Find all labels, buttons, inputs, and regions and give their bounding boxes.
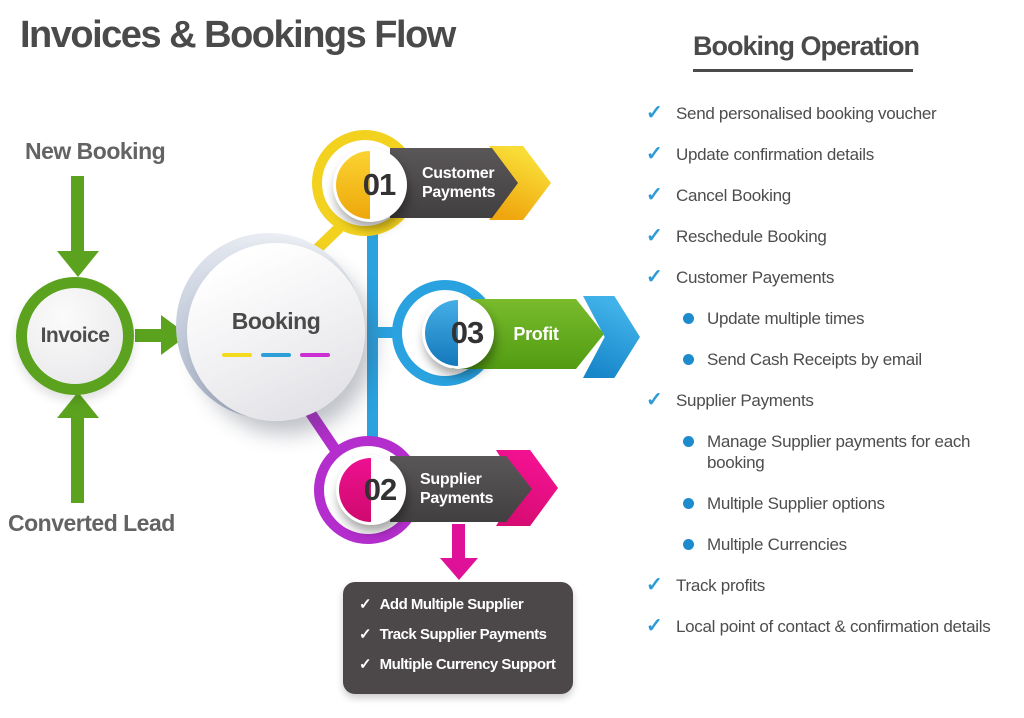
operation-item-text: Multiple Currencies (707, 535, 847, 554)
operation-item-text: Local point of contact & confirmation de… (676, 617, 991, 636)
node-03-number: 03 (450, 315, 484, 350)
connector-01-to-02-vertical (367, 234, 378, 446)
list-item: Update multiple times (683, 308, 1022, 329)
supplier-box-item-text: Track Supplier Payments (379, 626, 547, 643)
operation-item-text: Update confirmation details (676, 145, 874, 164)
bullet-icon (683, 313, 694, 324)
node-01-number-circle: 01 (333, 148, 407, 222)
operation-item-text: Update multiple times (707, 309, 865, 328)
operation-item-text: Customer Payements (676, 268, 835, 287)
supplier-box-item-text: Add Multiple Supplier (379, 596, 524, 613)
node-02-banner: Supplier Payments (390, 456, 532, 522)
list-item: ✓ Customer Payements (646, 267, 1022, 288)
new-booking-label: New Booking (25, 138, 166, 164)
list-item: Send Cash Receipts by email (683, 349, 1022, 370)
yellow-dash-icon (222, 352, 252, 357)
list-item: ✓ Local point of contact & confirmation … (646, 616, 1022, 637)
check-icon: ✓ (646, 615, 663, 637)
bullet-icon (683, 539, 694, 550)
arrow-right-icon (135, 329, 162, 342)
node-02-number: 02 (363, 472, 397, 507)
list-item: Multiple Supplier options (683, 493, 1022, 514)
booking-operation-heading: Booking Operation (693, 31, 920, 72)
check-icon: ✓ (646, 389, 663, 411)
arrow-down-icon (71, 176, 84, 253)
bullet-icon (683, 436, 694, 447)
invoice-label: Invoice (40, 324, 110, 347)
bullet-icon (683, 498, 694, 509)
booking-operation-list: ✓ Send personalised booking voucher ✓ Up… (646, 103, 1022, 657)
operation-item-text: Multiple Supplier options (707, 494, 885, 513)
node-01-label: Customer Payments (422, 165, 496, 201)
list-item: ✓ Reschedule Booking (646, 226, 1022, 247)
arrow-down-magenta-head-icon (440, 558, 478, 580)
operation-item-text: Cancel Booking (676, 186, 791, 205)
check-icon: ✓ (646, 266, 663, 288)
invoice-node: Invoice (16, 277, 134, 395)
node-02-number-circle: 02 (336, 455, 406, 525)
supplier-features-box: ✓ Add Multiple Supplier ✓ Track Supplier… (343, 582, 573, 694)
booking-color-dashes (222, 352, 330, 357)
bullet-icon (683, 354, 694, 365)
magenta-dash-icon (300, 352, 330, 357)
converted-lead-label: Converted Lead (8, 510, 175, 536)
check-icon: ✓ (359, 596, 372, 613)
check-icon: ✓ (359, 656, 372, 673)
page-title: Invoices & Bookings Flow (20, 14, 456, 56)
node-02-label: Supplier Payments (420, 471, 494, 507)
list-item: ✓ Track profits (646, 575, 1022, 596)
arrow-up-head-icon (57, 392, 99, 418)
operation-item-text: Manage Supplier payments for each bookin… (707, 432, 971, 472)
list-item: ✓ Send personalised booking voucher (646, 103, 1022, 124)
list-item: ✓ Track Supplier Payments (359, 626, 563, 644)
list-item: ✓ Update confirmation details (646, 144, 1022, 165)
connector-to-03-horizontal (372, 327, 402, 338)
check-icon: ✓ (646, 184, 663, 206)
list-item: Multiple Currencies (683, 534, 1022, 555)
check-icon: ✓ (359, 626, 372, 643)
check-icon: ✓ (646, 574, 663, 596)
operation-item-text: Track profits (676, 576, 765, 595)
check-icon: ✓ (646, 102, 663, 124)
node-03-number-circle: 03 (422, 297, 494, 369)
check-icon: ✓ (646, 143, 663, 165)
operation-item-text: Supplier Payments (676, 391, 814, 410)
list-item: ✓ Cancel Booking (646, 185, 1022, 206)
check-icon: ✓ (646, 225, 663, 247)
node-03-label: Profit (513, 323, 559, 344)
list-item: Manage Supplier payments for each bookin… (683, 431, 1022, 473)
node-01-banner: Customer Payments (390, 148, 518, 218)
arrow-down-head-icon (57, 251, 99, 277)
list-item: ✓ Add Multiple Supplier (359, 596, 563, 614)
operation-item-text: Reschedule Booking (676, 227, 827, 246)
supplier-box-item-text: Multiple Currency Support (379, 656, 556, 673)
operation-item-text: Send personalised booking voucher (676, 104, 937, 123)
booking-label: Booking (231, 307, 321, 334)
node-01-number: 01 (362, 167, 396, 202)
blue-dash-icon (261, 352, 291, 357)
arrow-up-icon (71, 417, 84, 503)
list-item: ✓ Supplier Payments (646, 390, 1022, 411)
arrow-down-magenta-icon (452, 524, 465, 560)
list-item: ✓ Multiple Currency Support (359, 656, 563, 674)
operation-item-text: Send Cash Receipts by email (707, 350, 922, 369)
booking-node: Booking (187, 243, 365, 421)
